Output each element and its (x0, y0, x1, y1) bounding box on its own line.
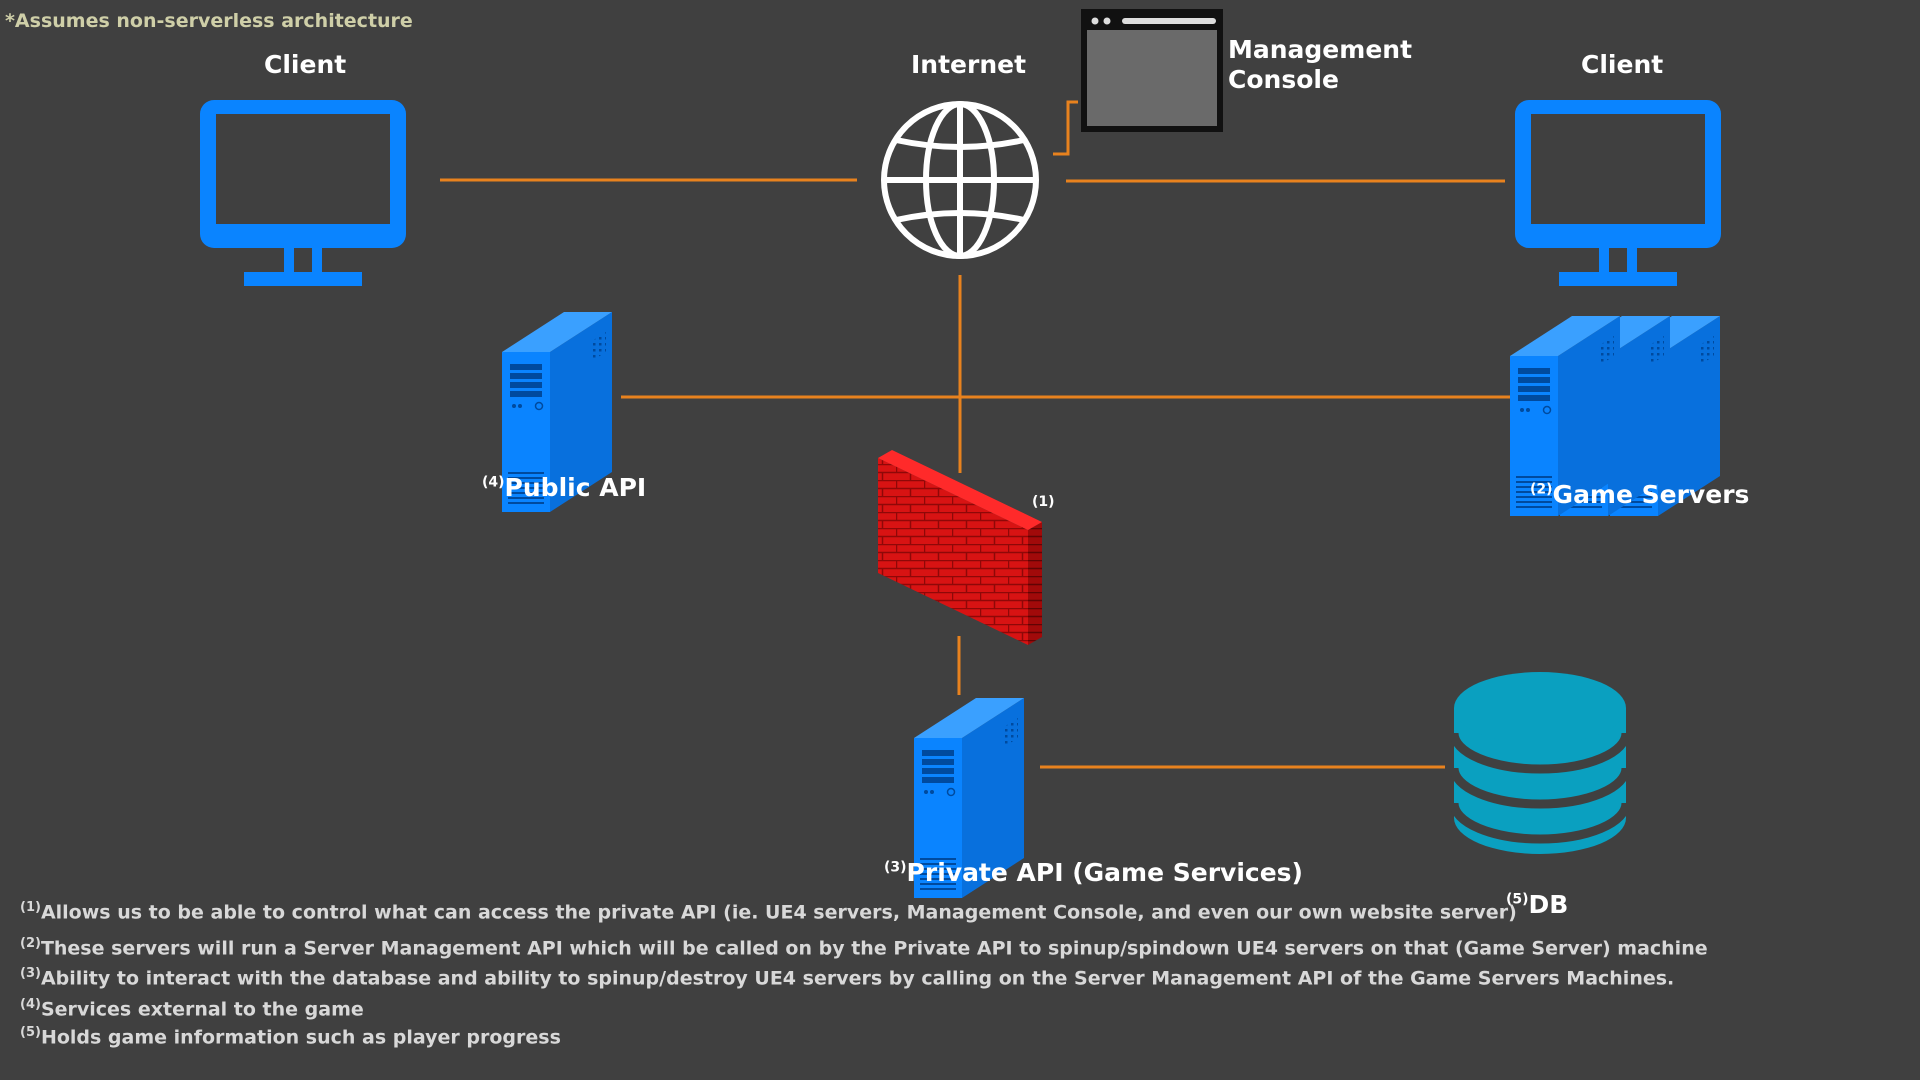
footnote-3: (3)Ability to interact with the database… (20, 966, 1675, 990)
management-console-label: Management Console (1228, 35, 1413, 94)
database-icon (1449, 672, 1631, 854)
connector-internet-management-console (1053, 100, 1078, 156)
internet-globe-icon (881, 101, 1039, 259)
assumption-note: *Assumes non-serverless architecture (5, 10, 413, 32)
connector-lines (440, 100, 1555, 769)
private-api-ref: (3) (884, 859, 907, 876)
public-api-ref: (4) (482, 474, 505, 491)
internet-label: Internet (911, 50, 1027, 79)
game-servers-ref: (2) (1530, 481, 1553, 498)
db-ref: (5) (1506, 891, 1529, 908)
private-api-label: (3)Private API (Game Services) (884, 858, 1303, 887)
game-servers-label: (2)Game Servers (1530, 480, 1750, 509)
db-label: (5)DB (1506, 890, 1569, 919)
footnote-4: (4)Services external to the game (20, 997, 364, 1021)
client-right-label: Client (1581, 50, 1664, 79)
firewall-ref: (1) (1032, 494, 1055, 510)
client-left-monitor-icon (200, 100, 406, 286)
footnote-1: (1)Allows us to be able to control what … (20, 900, 1517, 924)
management-console-window-icon (1081, 9, 1223, 132)
client-left-label: Client (264, 50, 347, 79)
firewall-icon (878, 450, 1042, 645)
footnotes: (1)Allows us to be able to control what … (20, 900, 1708, 1048)
footnote-5: (5)Holds game information such as player… (20, 1025, 561, 1049)
public-api-label: (4)Public API (482, 473, 647, 502)
client-right-monitor-icon (1515, 100, 1721, 286)
footnote-2: (2)These servers will run a Server Manag… (20, 936, 1708, 960)
